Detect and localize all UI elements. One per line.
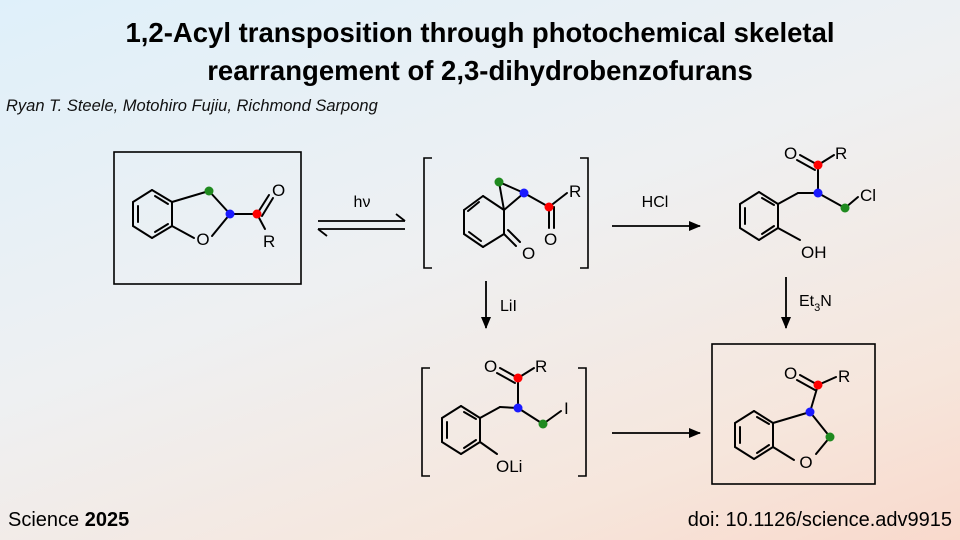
journal-citation: Science 2025: [8, 509, 129, 532]
et3n-label: Et3N: [799, 293, 832, 314]
hcl-label: HCl: [642, 194, 669, 211]
label-o-ketone: O: [522, 244, 535, 263]
label-r-intermediate: R: [569, 182, 581, 201]
title: 1,2-Acyl transposition through photochem…: [0, 14, 960, 90]
title-line-1: 1,2-Acyl transposition through photochem…: [125, 17, 835, 48]
cyclopropane-intermediate: O O R: [423, 157, 589, 269]
label-o-ring: O: [799, 453, 812, 472]
label-r-iodide: R: [535, 357, 547, 376]
label-i: I: [564, 399, 569, 418]
authors: Ryan T. Steele, Motohiro Fujiu, Richmond…: [6, 97, 378, 115]
starting-material-box: [113, 151, 302, 285]
label-r-final: R: [838, 367, 850, 386]
label-o-carbonyl: O: [272, 181, 285, 200]
label-oh: OH: [801, 243, 827, 262]
label-o-iodide: O: [484, 357, 497, 376]
bracket-left: [423, 157, 432, 269]
label-r: R: [263, 232, 275, 251]
bracket-right: [580, 157, 589, 269]
lii-label: LiI: [500, 298, 517, 315]
starting-material: O O R: [113, 151, 302, 285]
label-r-chloride: R: [835, 144, 847, 163]
chloride-product: O R Cl OH: [739, 144, 876, 262]
bracket-left-iodide: [421, 367, 430, 477]
final-product-box: [711, 343, 876, 485]
equilibrium-arrows: [317, 213, 406, 237]
doi: doi: 10.1126/science.adv9915: [687, 509, 952, 531]
journal-year: 2025: [84, 509, 130, 531]
journal-name: Science: [8, 509, 80, 531]
bracket-right-iodide: [578, 367, 587, 477]
label-o: O: [196, 230, 209, 249]
title-line-2: rearrangement of 2,3-dihydrobenzofurans: [207, 55, 753, 86]
final-product: O R O: [711, 343, 876, 485]
label-cl: Cl: [860, 186, 876, 205]
label-o-chloride: O: [784, 144, 797, 163]
label-oli: OLi: [496, 457, 522, 476]
label-o-acyl: O: [544, 230, 557, 249]
hv-label: hν: [354, 194, 371, 211]
iodide-intermediate: O R I OLi: [421, 357, 587, 477]
label-o-final: O: [784, 364, 797, 383]
